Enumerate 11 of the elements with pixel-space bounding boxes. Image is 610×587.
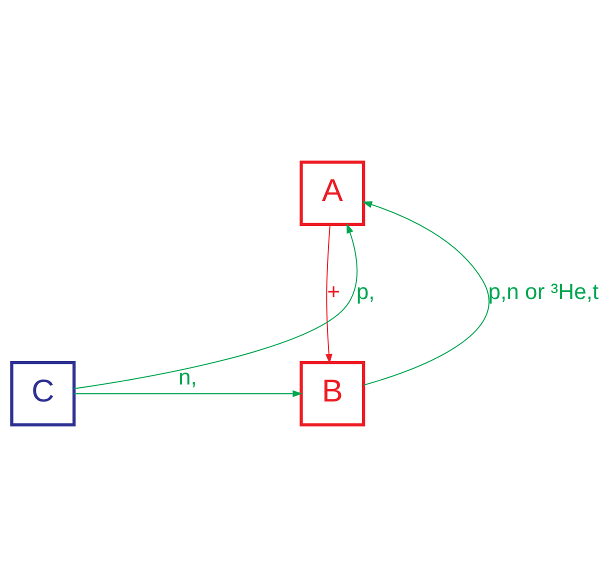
- edge-label: p,n or ³He,t: [488, 278, 599, 304]
- arrow: [325, 224, 332, 364]
- edge-label: n,: [178, 364, 197, 390]
- node-box: A: [300, 160, 366, 226]
- edge-label: p,: [356, 278, 375, 304]
- arrow: [362, 201, 490, 386]
- edge-label: +: [327, 278, 340, 304]
- node-box: C: [10, 360, 76, 426]
- node-box: B: [300, 360, 366, 426]
- arrow: [74, 223, 358, 390]
- arrow: [74, 390, 303, 398]
